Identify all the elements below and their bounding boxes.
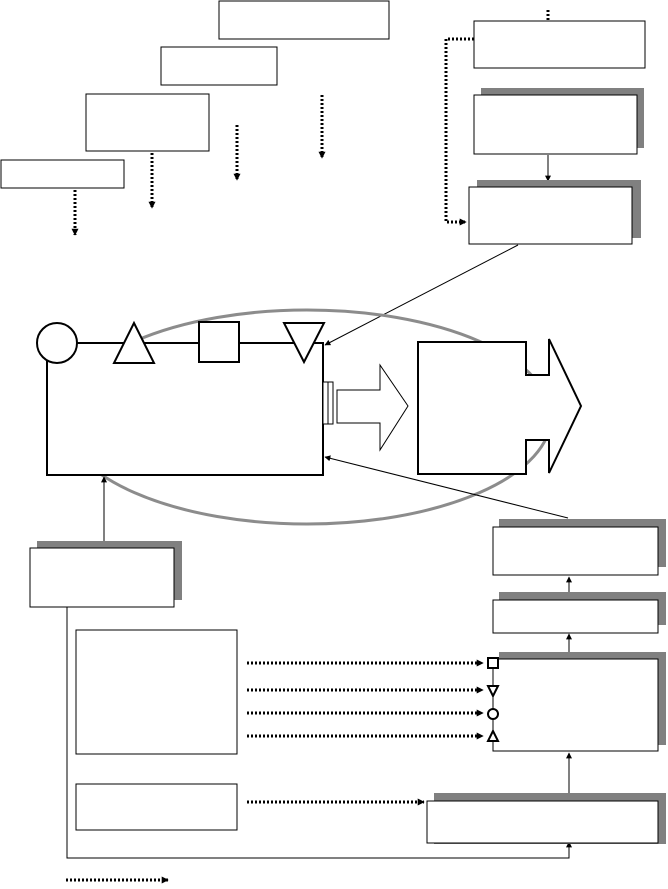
box-right-d	[426, 800, 659, 844]
block-arrow-tail-2	[327, 381, 334, 425]
box-right-a	[492, 526, 659, 576]
box-left-main	[29, 547, 175, 608]
box-right-2	[473, 94, 638, 155]
small-triangle-up-icon	[486, 728, 500, 742]
box-right-b	[492, 599, 659, 634]
box-top-1	[218, 0, 390, 40]
process-block	[46, 342, 324, 476]
box-left-list	[75, 629, 238, 755]
box-right-3	[468, 186, 633, 245]
circle-icon	[36, 322, 78, 364]
square-icon	[198, 321, 240, 363]
triangle-down-icon	[282, 322, 326, 365]
box-top-2	[160, 46, 278, 86]
connector-right-mid-to-process	[324, 455, 569, 519]
box-left-small	[75, 783, 238, 831]
dotted-loop-arrow	[444, 37, 474, 226]
small-triangle-down-icon	[486, 685, 500, 699]
box-top-4	[0, 159, 125, 189]
box-top-3	[85, 93, 210, 152]
box-right-1	[473, 20, 646, 69]
hollow-block-arrow	[336, 363, 409, 452]
block-arrow-tail-1	[322, 381, 329, 425]
feedback-line	[66, 607, 572, 859]
small-circle-icon	[487, 708, 499, 720]
box-right-c	[492, 658, 659, 752]
small-square-icon	[487, 657, 499, 669]
output-shape	[417, 338, 583, 475]
connector-right-3-to-process	[324, 244, 519, 346]
triangle-up-icon	[112, 320, 156, 364]
